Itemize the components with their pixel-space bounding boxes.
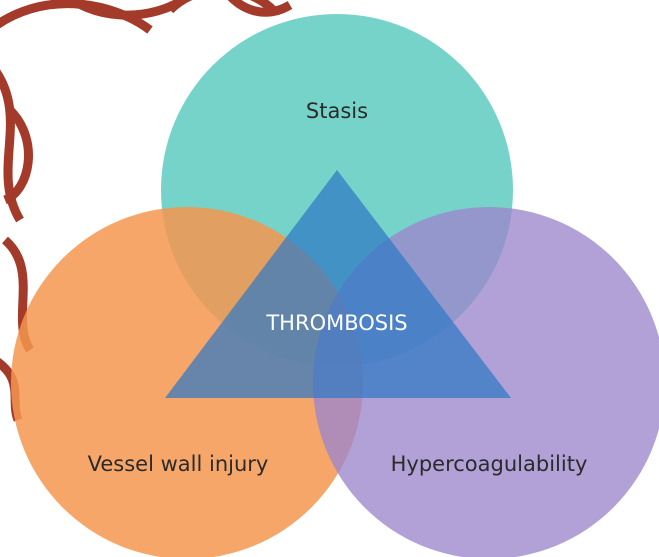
stasis-label: Stasis xyxy=(306,99,368,123)
hypercoagulability-label: Hypercoagulability xyxy=(391,452,588,476)
vessel-wall-injury-label: Vessel wall injury xyxy=(88,452,269,476)
thrombosis-label: THROMBOSIS xyxy=(265,311,407,335)
